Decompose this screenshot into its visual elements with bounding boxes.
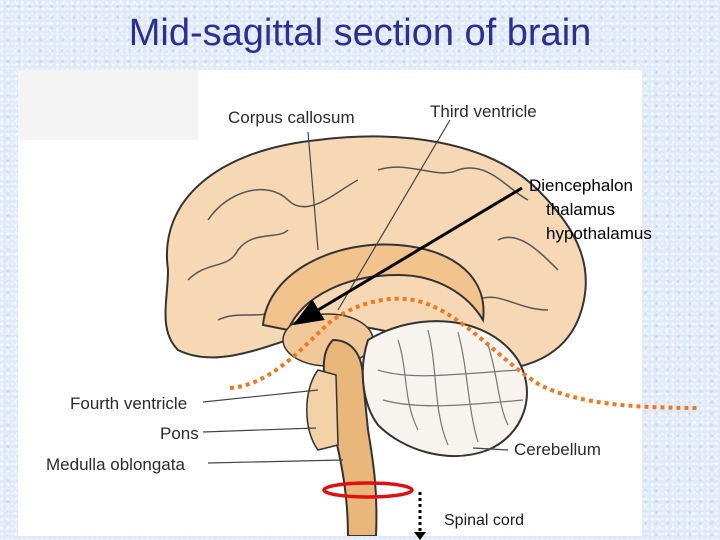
slide-title: Mid-sagittal section of brain: [128, 12, 592, 54]
label-third-ventricle: Third ventricle: [430, 102, 537, 121]
label-thalamus: thalamus: [546, 200, 615, 219]
label-pons: Pons: [160, 424, 199, 443]
brain-illustration: Corpus callosum Third ventricle Fourth v…: [18, 70, 642, 536]
label-diencephalon: Diencephalon: [529, 176, 633, 195]
faded-scan-area: [18, 70, 198, 140]
label-fourth-ventricle: Fourth ventricle: [70, 394, 188, 413]
label-corpus-callosum: Corpus callosum: [228, 108, 355, 127]
label-spinal-cord: Spinal cord: [444, 512, 525, 529]
label-medulla-oblongata: Medulla oblongata: [46, 455, 185, 474]
pons-shape: [306, 369, 339, 451]
label-hypothalamus: hypothalamus: [546, 224, 652, 243]
label-cerebellum: Cerebellum: [514, 440, 601, 459]
